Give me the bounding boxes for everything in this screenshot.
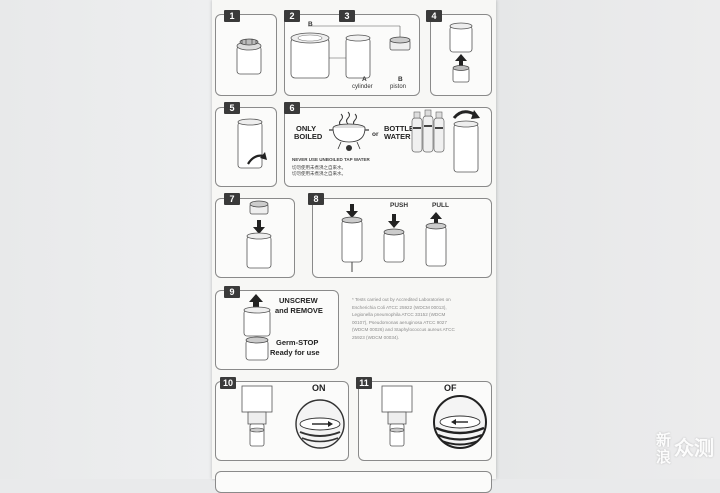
step-4-number: 4 <box>426 10 442 22</box>
cap-off-icon <box>372 384 487 461</box>
pour-into-cup-icon <box>448 108 488 185</box>
never-use-tap-water-warning: NEVER USE UNBOILED TAP WATER <box>292 157 370 162</box>
instruction-leaflet: 1 2 3 B A A B cylinder pis <box>212 0 496 493</box>
water-bottles-icon <box>410 108 446 161</box>
sina-zhongce-watermark: 新 浪 众测 <box>656 430 716 470</box>
twist-arrow-icon <box>234 118 268 181</box>
step-9-panel <box>215 290 339 370</box>
only-boiled-line2: BOILED <box>294 132 323 141</box>
note-line: Escherichia Coli ATCC 25922 (WDCM 00013)… <box>352 304 447 310</box>
assemble-arrow-icon <box>444 22 478 95</box>
or-label: or <box>372 131 379 138</box>
step-7-number: 7 <box>224 193 240 205</box>
note-line: 25923 (WDCM 00034). <box>352 334 400 340</box>
unscrew-line2: and REMOVE <box>275 306 323 315</box>
state-on-label: ON <box>312 383 326 393</box>
watermark-char-2: 浪 <box>656 449 672 466</box>
laboratory-test-note: * Tests carried out by Accredited Labora… <box>352 296 492 342</box>
step-3-caption-cylinder: cylinder <box>352 84 373 90</box>
step-2-number: 2 <box>284 10 300 22</box>
watermark-char-1: 新 <box>656 432 672 449</box>
background-left <box>0 0 212 479</box>
push-pull-sequence-icon <box>338 202 468 279</box>
only-boiled-line1: ONLY <box>296 124 317 133</box>
step-5-number: 5 <box>224 102 240 114</box>
watermark-zhongce: 众测 <box>674 438 714 460</box>
germ-stop-line2: Ready for use <box>270 348 320 357</box>
state-off-label: OF <box>444 383 457 393</box>
boiling-pot-icon <box>327 110 371 157</box>
pull-label: PULL <box>432 202 449 209</box>
step-3-label-b: B <box>398 76 403 83</box>
warning-chinese-traditional: 切勿使用未煮沸之自來水。 <box>292 165 346 170</box>
step-9-number: 9 <box>224 286 240 298</box>
cap-on-icon <box>232 384 346 461</box>
step-11-number: 11 <box>356 377 372 389</box>
step-3-label-a: A <box>362 76 367 83</box>
unscrew-line1: UNSCREW <box>279 296 318 305</box>
insert-piston-icon <box>242 200 276 277</box>
filter-cartridge-icon <box>232 32 266 83</box>
step-2-label-b: B <box>308 21 313 28</box>
step-3-number: 3 <box>339 10 355 22</box>
next-panel-edge <box>215 471 492 493</box>
note-line: * Tests carried out by Accredited Labora… <box>352 297 451 302</box>
bottle-water-line2: WATER <box>384 132 411 141</box>
step-3-caption-piston: piston <box>390 84 407 90</box>
bottle-water-line1: BOTTLE <box>384 124 414 133</box>
note-line: (WDCM 00026) and Staphylococcus aureus A… <box>352 327 455 333</box>
push-label: PUSH <box>390 202 409 209</box>
note-line: Legionella pneumophila ATCC 33152 (WDCM <box>352 312 446 318</box>
note-line: 00107), Pseudomonas aeruginosa ATCC 9027 <box>352 319 447 325</box>
germ-stop-line1: Germ-STOP <box>276 338 319 347</box>
cup-with-piston-icon <box>288 25 428 87</box>
warning-chinese-simplified: 切勿使用未煮沸之自来水。 <box>292 171 346 176</box>
unscrew-cap-icon <box>238 292 274 371</box>
step-10-number: 10 <box>220 377 236 389</box>
step-8-number: 8 <box>308 193 324 205</box>
step-1-number: 1 <box>224 10 240 22</box>
background-right <box>496 0 720 479</box>
step-6-number: 6 <box>284 102 300 114</box>
